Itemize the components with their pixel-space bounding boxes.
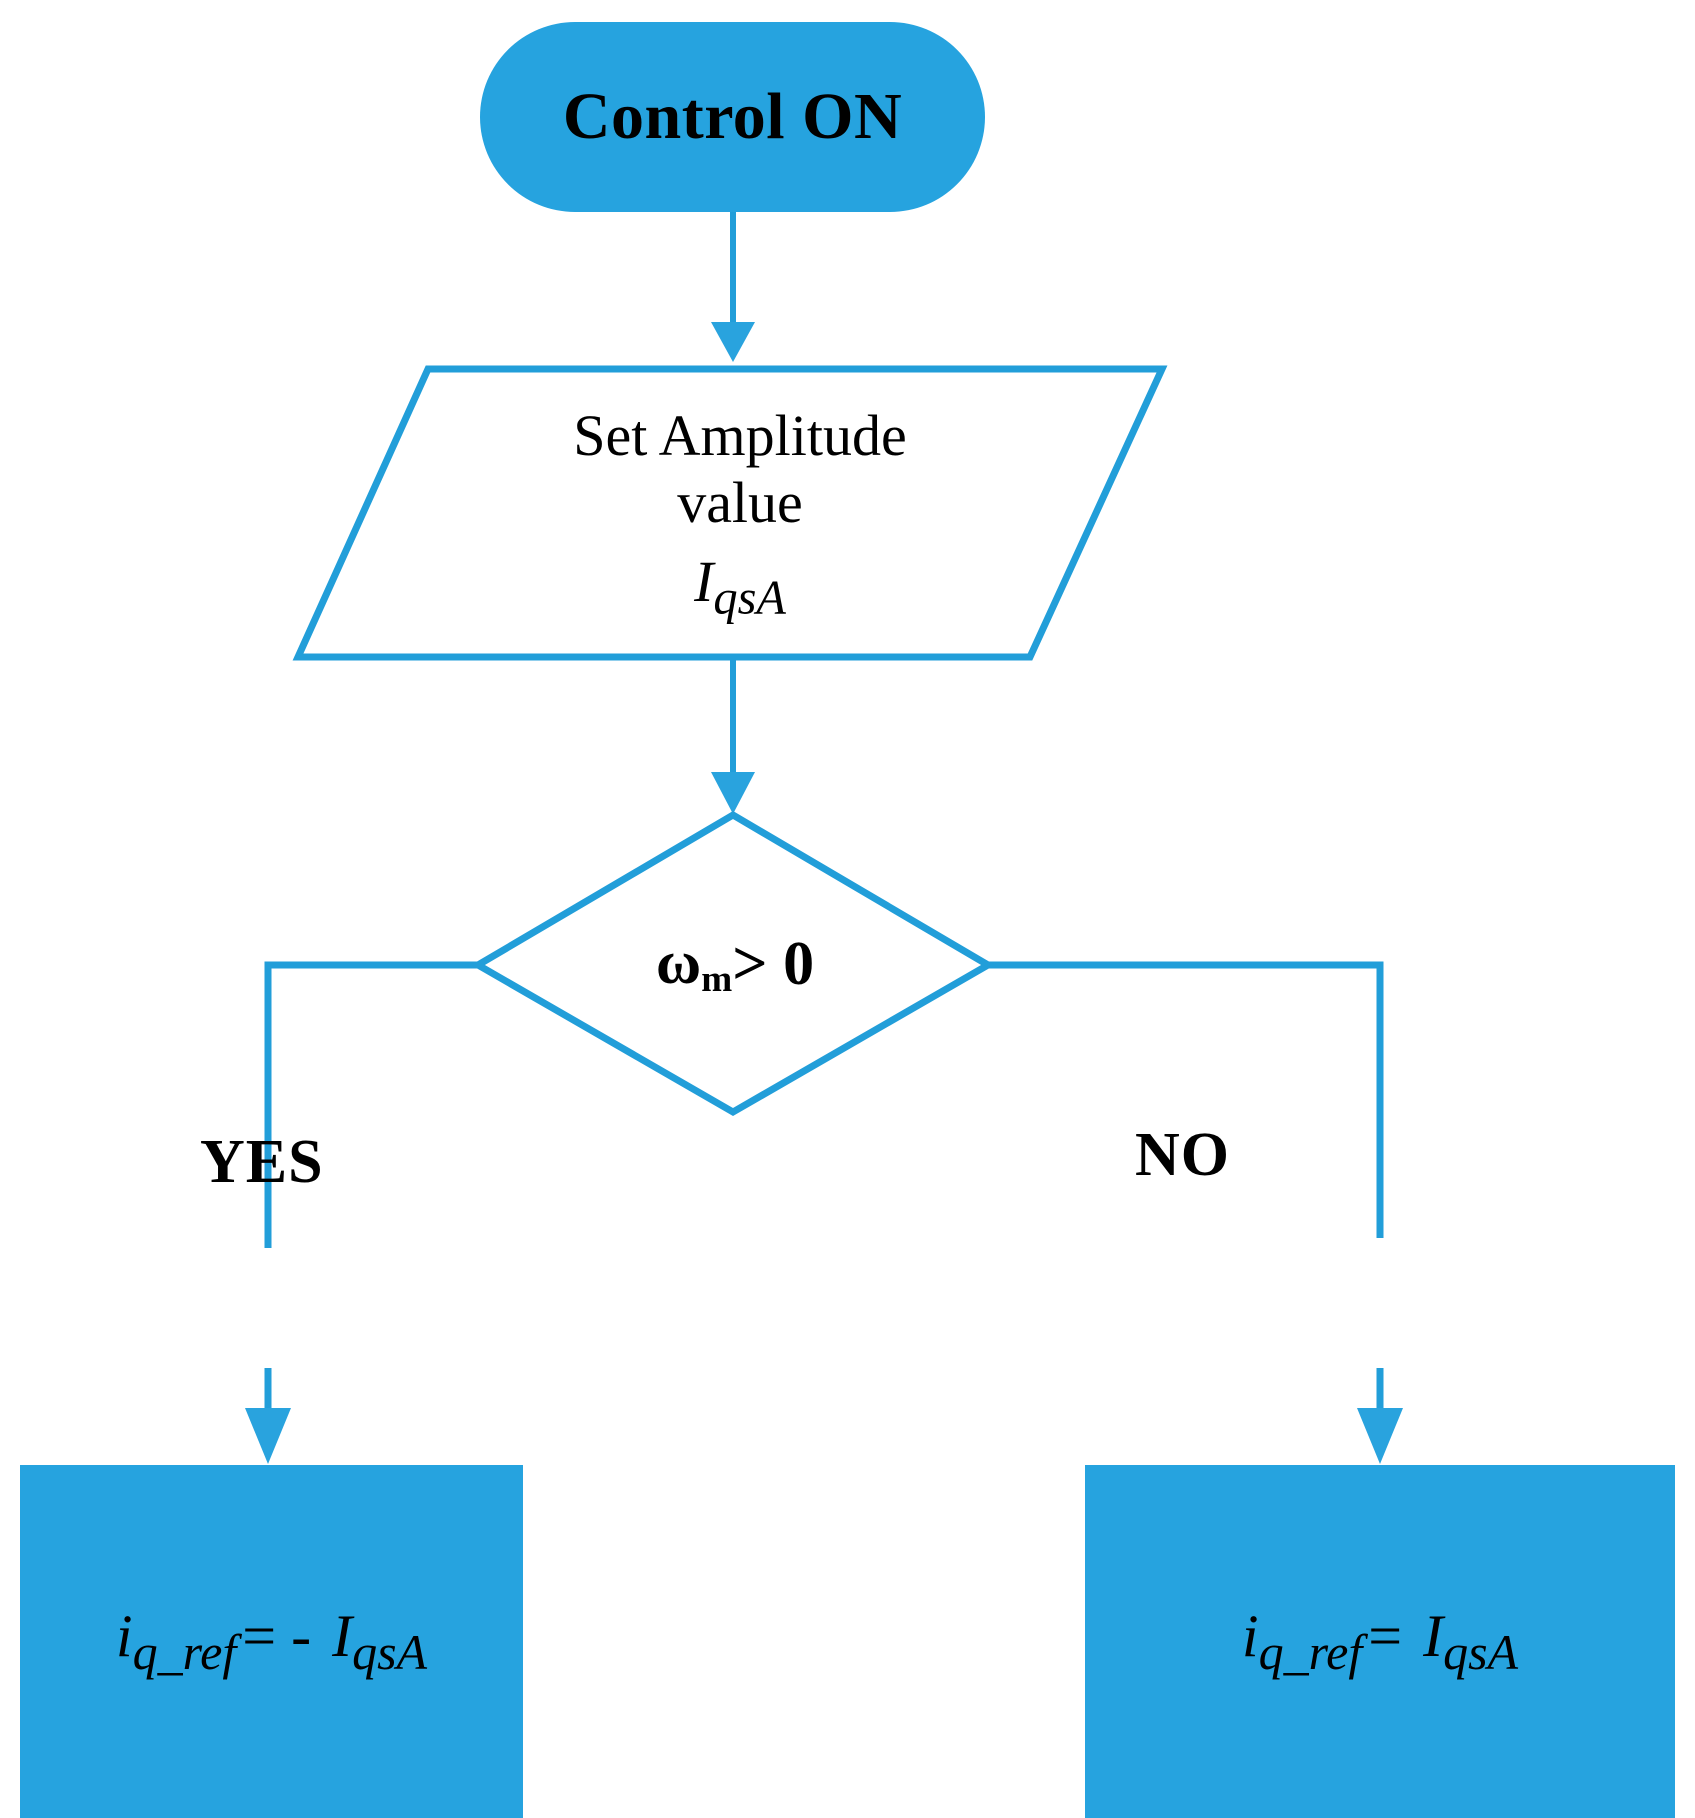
arrowhead-input-to-decision [711, 772, 755, 814]
connector-decision-yes [264, 961, 478, 1238]
left-process-shape[interactable] [20, 1465, 523, 1818]
start-terminator-shape[interactable] [480, 22, 985, 212]
edge-label-yes: YES [200, 1128, 324, 1196]
arrowhead-start-to-input [711, 322, 755, 362]
edge-label-no: NO [1135, 1121, 1230, 1189]
input-parallelogram-shape[interactable] [292, 365, 1168, 661]
arrowhead-yes-to-left-process [245, 1408, 291, 1464]
decision-diamond-shape[interactable] [471, 810, 995, 1117]
right-process-shape[interactable] [1085, 1465, 1675, 1818]
connector-decision-no [988, 961, 1384, 1238]
arrowhead-no-to-right-process [1357, 1408, 1403, 1464]
